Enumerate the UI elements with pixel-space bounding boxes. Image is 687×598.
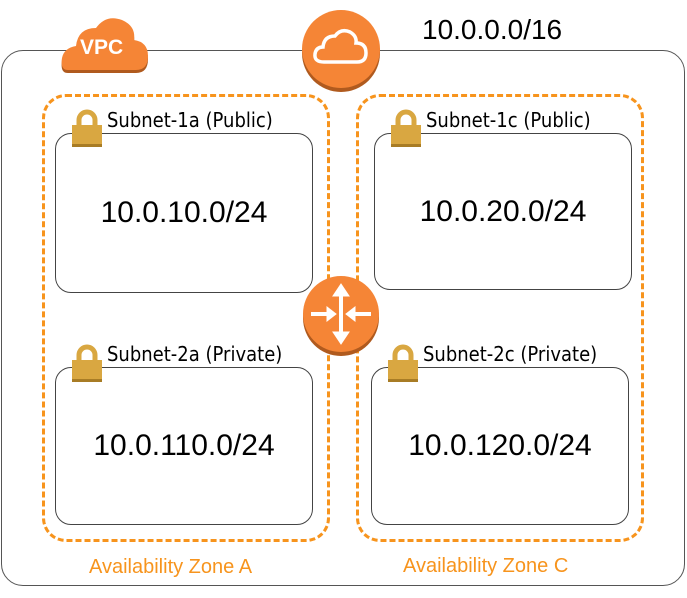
lock-icon — [388, 344, 418, 382]
vpc-cidr: 10.0.0.0/16 — [422, 14, 563, 45]
subnet-2c: 10.0.120.0/24 — [371, 367, 629, 525]
subnet-2a: 10.0.110.0/24 — [55, 367, 313, 525]
subnet-cidr: 10.0.120.0/24 — [408, 429, 592, 462]
router-icon — [303, 276, 379, 352]
subnet-cidr: 10.0.110.0/24 — [93, 429, 275, 462]
lock-icon — [391, 109, 421, 147]
arrows-icon — [311, 283, 371, 345]
vpc-cloud-icon — [61, 18, 148, 73]
subnet-label: Subnet-1a (Public) — [107, 108, 273, 132]
subnet-1c: 10.0.20.0/24 — [374, 133, 632, 290]
subnet-cidr: 10.0.20.0/24 — [419, 194, 587, 228]
zone-label-c: Availability Zone C — [403, 555, 569, 577]
zone-label-a: Availability Zone A — [89, 556, 253, 578]
subnet-1a: 10.0.10.0/24 — [55, 133, 313, 293]
subnet-label: Subnet-1c (Public) — [426, 108, 591, 132]
subnet-label: Subnet-2a (Private) — [107, 342, 283, 366]
subnet-label: Subnet-2c (Private) — [423, 342, 598, 366]
cloud-icon — [313, 28, 368, 64]
internet-gateway-icon — [302, 10, 380, 88]
subnet-cidr: 10.0.10.0/24 — [100, 196, 268, 229]
lock-icon — [72, 344, 102, 382]
lock-icon — [72, 109, 102, 147]
vpc-badge-label: VPC — [80, 36, 124, 59]
